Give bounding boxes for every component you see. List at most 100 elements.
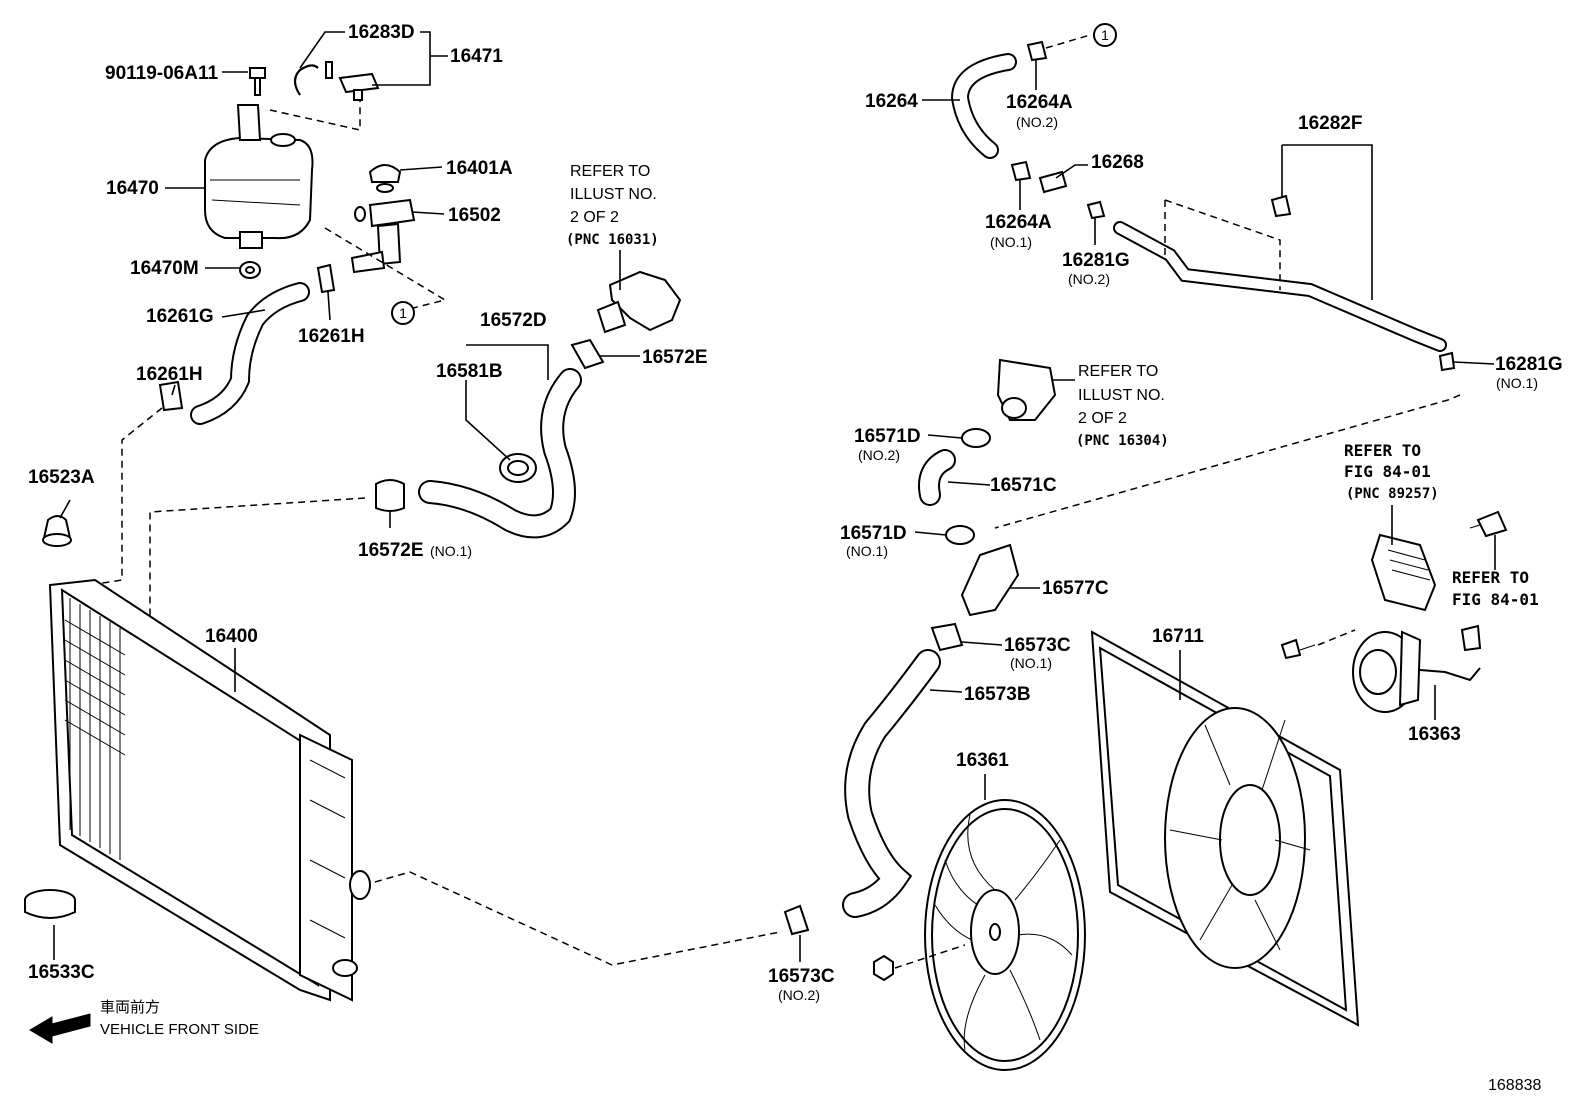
nut-fan xyxy=(873,954,894,982)
refer-note-16031: REFER TO ILLUST NO. 2 OF 2 (PNC 16031) xyxy=(566,163,659,248)
front-label-japanese: 車両前方 xyxy=(100,998,160,1016)
label-16264: 16264 xyxy=(865,91,918,112)
svg-text:REFER TO: REFER TO xyxy=(570,163,650,180)
radiator-16400 xyxy=(48,578,371,1002)
svg-text:1: 1 xyxy=(1101,27,1109,43)
reservoir-tank-16470 xyxy=(204,104,314,249)
refer-note-89257: REFER TO FIG 84-01 (PNC 89257) xyxy=(1344,441,1439,502)
label-16268: 16268 xyxy=(1091,152,1144,173)
front-label-english: VEHICLE FRONT SIDE xyxy=(100,1021,259,1038)
clamp-16261H-lower xyxy=(158,380,184,412)
label-16571D-no2: 16571D xyxy=(854,426,921,447)
bolt-90119-06A11 xyxy=(249,67,266,96)
label-16573C-no2: 16573C xyxy=(768,966,835,987)
cushion-16523A xyxy=(42,515,72,547)
label-16572D: 16572D xyxy=(480,310,547,331)
fan-16361 xyxy=(924,799,1086,1071)
label-16577C: 16577C xyxy=(1042,578,1109,599)
callout-circle-1-left: 1 xyxy=(391,301,415,325)
clamp-16572E-no1 xyxy=(375,479,405,512)
pipe-16577C xyxy=(960,543,1020,617)
svg-text:2 OF 2: 2 OF 2 xyxy=(1078,410,1127,427)
label-16502: 16502 xyxy=(448,205,501,226)
label-16261H-upper: 16261H xyxy=(298,326,365,347)
diagram-id: 168838 xyxy=(1488,1077,1541,1094)
label-16264A-no2: 16264A xyxy=(1006,92,1073,113)
label-16711: 16711 xyxy=(1152,626,1204,647)
clamp-16572E-upper xyxy=(570,338,605,370)
svg-text:FIG 84-01: FIG 84-01 xyxy=(1344,462,1431,481)
hose-16572D xyxy=(418,368,582,539)
clip-16264A-no2 xyxy=(1026,40,1048,62)
label-16572E-no1-sub: (NO.1) xyxy=(430,543,472,559)
leader-lines xyxy=(53,31,1496,962)
label-16581B: 16581B xyxy=(436,361,503,382)
clip-16281G-no2 xyxy=(1086,200,1106,220)
svg-text:REFER TO: REFER TO xyxy=(1344,441,1421,460)
svg-text:REFER TO: REFER TO xyxy=(1078,363,1158,380)
label-16281G-no2-sub: (NO.2) xyxy=(1068,271,1110,287)
label-16400: 16400 xyxy=(205,626,258,647)
hose-16573B xyxy=(842,649,941,918)
label-16363: 16363 xyxy=(1408,724,1461,745)
label-90119-06A11: 90119-06A11 xyxy=(105,63,218,84)
label-16264A-no1-sub: (NO.1) xyxy=(990,234,1032,250)
label-16281G-no1-sub: (NO.1) xyxy=(1496,375,1538,391)
refer-note-84-01: REFER TO FIG 84-01 xyxy=(1452,568,1539,609)
outlet-16502 xyxy=(350,198,416,274)
label-16470: 16470 xyxy=(106,178,159,199)
clip-16281G-no1 xyxy=(1438,351,1456,372)
svg-text:(PNC 16031): (PNC 16031) xyxy=(566,232,659,248)
hose-16264 xyxy=(950,53,1017,159)
vehicle-front-indicator: 車両前方 VEHICLE FRONT SIDE xyxy=(29,998,259,1044)
svg-text:ILLUST NO.: ILLUST NO. xyxy=(570,186,657,203)
label-16571C: 16571C xyxy=(990,475,1057,496)
label-16533C: 16533C xyxy=(28,962,95,983)
label-16573B: 16573B xyxy=(964,684,1031,705)
label-16572E-no1: 16572E xyxy=(358,540,424,561)
label-16573C-no2-sub: (NO.2) xyxy=(778,987,820,1003)
refer-note-16304: REFER TO ILLUST NO. 2 OF 2 (PNC 16304) xyxy=(1076,363,1169,449)
svg-text:(PNC 89257): (PNC 89257) xyxy=(1346,486,1439,502)
svg-text:(PNC 16304): (PNC 16304) xyxy=(1076,433,1169,449)
thermostat-housing-refer-16031 xyxy=(596,270,682,334)
thermostat-refer-16304 xyxy=(996,358,1057,421)
label-16573C-no1: 16573C xyxy=(1004,635,1071,656)
clip-16471 xyxy=(325,61,380,101)
label-16282F: 16282F xyxy=(1298,113,1362,134)
clamp-16581B xyxy=(499,453,537,483)
hose-16283D xyxy=(294,64,319,96)
label-16261H-lower: 16261H xyxy=(136,364,203,385)
bolt-motor xyxy=(1280,638,1316,660)
label-16361: 16361 xyxy=(956,750,1009,771)
svg-text:1: 1 xyxy=(399,305,407,321)
shroud-16711 xyxy=(1090,630,1360,1027)
clamp-16571D-no1 xyxy=(945,525,975,545)
hose-16261G xyxy=(190,282,310,425)
radiator-cap-16401A xyxy=(368,164,402,193)
hose-16571C xyxy=(918,449,956,506)
clamp-16571D-no2 xyxy=(961,428,991,448)
svg-text:REFER TO: REFER TO xyxy=(1452,568,1529,587)
label-16571D-no1-sub: (NO.1) xyxy=(846,543,888,559)
label-16573C-no1-sub: (NO.1) xyxy=(1010,655,1052,671)
front-arrow-icon xyxy=(29,1013,91,1044)
label-16471: 16471 xyxy=(450,46,503,67)
bolt-refer-84-01 xyxy=(1469,510,1508,538)
cushion-16533C xyxy=(24,889,76,919)
svg-text:ILLUST NO.: ILLUST NO. xyxy=(1078,387,1165,404)
label-16283D: 16283D xyxy=(348,22,415,43)
label-16571D-no2-sub: (NO.2) xyxy=(858,447,900,463)
clip-16264A-no1 xyxy=(1010,160,1032,182)
pipe-16282F xyxy=(1113,194,1447,352)
part-labels: 16283D 16471 90119-06A11 16470 16401A 16… xyxy=(28,22,1563,1003)
clamp-16261H-upper xyxy=(316,263,336,294)
motor-16363 xyxy=(1352,624,1482,713)
label-16572E-upper: 16572E xyxy=(642,347,708,368)
label-16281G-no2: 16281G xyxy=(1062,250,1130,271)
label-16264A-no1: 16264A xyxy=(985,212,1052,233)
label-16264A-no2-sub: (NO.2) xyxy=(1016,114,1058,130)
radiator-core-grid xyxy=(64,598,126,860)
grommet-16470M xyxy=(239,261,261,279)
label-16401A: 16401A xyxy=(446,158,513,179)
